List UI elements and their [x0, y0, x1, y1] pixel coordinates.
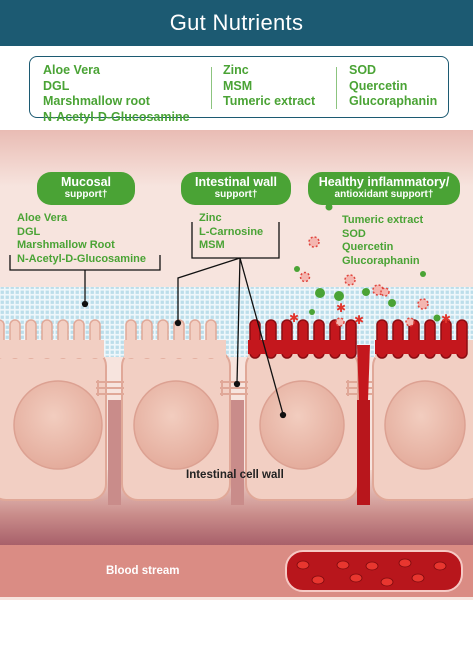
nutrient-item: Marshmallow Root	[17, 239, 115, 251]
nucleus	[259, 380, 345, 470]
ingredient-item: Tumeric extract	[223, 94, 316, 108]
ingredient-item: Aloe Vera	[43, 63, 100, 77]
red-blood-cell	[433, 561, 447, 571]
ingredients-box: Aloe Vera DGL Marshmallow root N-Acetyl-…	[29, 56, 449, 124]
badge-subtitle: support†	[64, 189, 108, 200]
nutrient-item: SOD	[342, 227, 366, 240]
mucosal-nutrient-list: Aloe Vera DGL Marshmallow Root N-Acetyl-…	[17, 212, 146, 266]
intestine-illustration: ✱ ✱ ✱ ✱	[0, 130, 473, 600]
red-blood-cell	[311, 575, 325, 585]
free-radical-star: ✱	[289, 311, 299, 325]
wall-connector	[177, 257, 241, 322]
ingredient-item: Marshmallow root	[43, 94, 150, 108]
red-blood-cell	[336, 560, 350, 570]
inflamed-cell-gap	[357, 400, 370, 505]
pointer-dot	[233, 380, 241, 388]
nutrient-item: Aloe Vera	[17, 212, 68, 224]
antioxidant-nutrient-list: Tumeric extract SOD Quercetin Glucorapha…	[342, 214, 423, 268]
column-divider	[211, 67, 212, 109]
nutrient-item: Quercetin	[342, 241, 394, 253]
inflamed-apical-surface	[375, 340, 458, 354]
red-blood-cell	[296, 560, 310, 570]
connector-lines	[9, 222, 287, 419]
floating-antioxidants: ✱ ✱ ✱ ✱	[289, 203, 451, 327]
antioxidant-particle	[433, 314, 441, 322]
intestinal-wall-nutrient-list: Zinc L-Carnosine MSM	[199, 212, 263, 253]
intestinal-cell-wall-label: Intestinal cell wall	[186, 469, 284, 481]
antioxidant-particle	[362, 288, 370, 296]
antioxidant-particle	[294, 266, 300, 272]
antioxidant-particle	[315, 288, 325, 298]
red-blood-cell	[398, 558, 412, 568]
page-title: Gut Nutrients	[0, 0, 473, 46]
ingredient-item: MSM	[223, 78, 253, 93]
ingredient-item: Zinc	[223, 63, 249, 77]
ingredient-item: Quercetin	[349, 78, 408, 93]
nutrient-item: Tumeric extract	[342, 214, 424, 226]
cell-gap	[108, 400, 121, 505]
ingredient-column-2: Zinc MSM Tumeric extract	[223, 63, 315, 110]
ingredient-item: Glucoraphanin	[349, 94, 438, 108]
badge-title: Intestinal wall	[195, 175, 277, 189]
red-blood-cell	[365, 561, 379, 571]
badge-subtitle: antioxidant support†	[334, 189, 434, 200]
nutrient-item: MSM	[199, 239, 225, 251]
badge-title: Mucosal	[60, 175, 111, 189]
red-blood-cells	[296, 558, 447, 587]
ingredient-item: N-Acetyl-D-Glucosamine	[43, 109, 190, 124]
wall-connector	[236, 257, 241, 384]
antioxidant-particle	[334, 291, 344, 301]
intestinal-wall-support-badge: Intestinal wall support†	[181, 172, 291, 205]
red-blood-cell	[411, 573, 425, 583]
ingredient-column-1: Aloe Vera DGL Marshmallow root N-Acetyl-…	[43, 63, 190, 125]
free-radical-star: ✱	[336, 301, 346, 315]
inflammatory-antioxidant-support-badge: Healthy inflammatory/ antioxidant suppor…	[308, 172, 460, 205]
red-blood-cell	[380, 577, 394, 587]
free-radical	[344, 274, 356, 286]
nucleus	[133, 380, 219, 470]
wall-connector	[239, 257, 284, 415]
blood-vessel	[285, 550, 463, 592]
nucleus	[13, 380, 103, 470]
free-radical	[417, 298, 429, 310]
pointer-dot	[81, 300, 89, 308]
antioxidant-particle	[420, 271, 426, 277]
mucosal-support-badge: Mucosal support†	[37, 172, 135, 205]
red-blood-cell	[349, 573, 363, 583]
free-radical-star: ✱	[441, 312, 451, 326]
cell-apical-surface	[0, 340, 104, 358]
nutrient-item: Glucoraphanin	[342, 254, 420, 267]
inflamed-apical-surface	[248, 340, 354, 354]
free-radical	[299, 271, 311, 283]
antioxidant-particle	[325, 203, 333, 211]
inflamed-microvilli	[248, 319, 468, 359]
badge-title: Healthy inflammatory/	[318, 175, 450, 189]
cell-gap	[231, 400, 244, 505]
free-radical-star: ✱	[354, 313, 364, 327]
free-radical	[335, 317, 345, 327]
ingredient-column-3: SOD Quercetin Glucoraphanin	[349, 63, 437, 110]
nutrient-item: N-Acetyl-D-Glucosamine	[17, 252, 146, 265]
nutrient-item: L-Carnosine	[199, 225, 264, 238]
ingredient-item: SOD	[349, 63, 377, 77]
cell-apical-surface	[124, 340, 226, 358]
blood-stream-label: Blood stream	[106, 565, 180, 577]
free-radical	[405, 317, 415, 327]
inflamed-gap-top	[357, 345, 370, 400]
inflamed-microvillus	[456, 319, 468, 359]
badge-subtitle: support†	[214, 189, 258, 200]
wall-bracket	[191, 222, 280, 259]
free-radical	[308, 236, 320, 248]
free-radical	[380, 287, 390, 297]
nutrient-item: DGL	[17, 225, 41, 238]
nutrient-item: Zinc	[199, 212, 222, 224]
nucleus	[384, 380, 466, 470]
pointer-dot	[279, 411, 287, 419]
epithelial-cells	[0, 319, 473, 505]
column-divider	[336, 67, 337, 109]
antioxidant-particle	[309, 309, 315, 315]
pointer-dot	[174, 319, 182, 327]
ingredient-item: DGL	[43, 78, 70, 93]
antioxidant-particle	[388, 299, 396, 307]
